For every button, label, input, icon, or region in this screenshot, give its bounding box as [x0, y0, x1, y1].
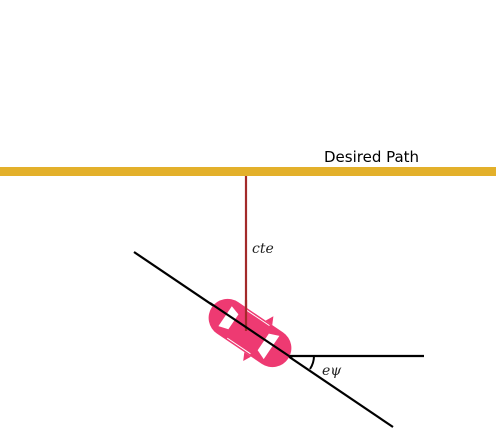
cte-label: cte	[252, 241, 274, 257]
car-icon	[208, 298, 292, 368]
epsi-label: eψ	[322, 363, 342, 379]
desired-path-line	[0, 167, 496, 176]
desired-path-label: Desired Path	[324, 148, 419, 166]
heading-line-overlay	[209, 302, 293, 359]
angle-arc	[309, 355, 315, 370]
